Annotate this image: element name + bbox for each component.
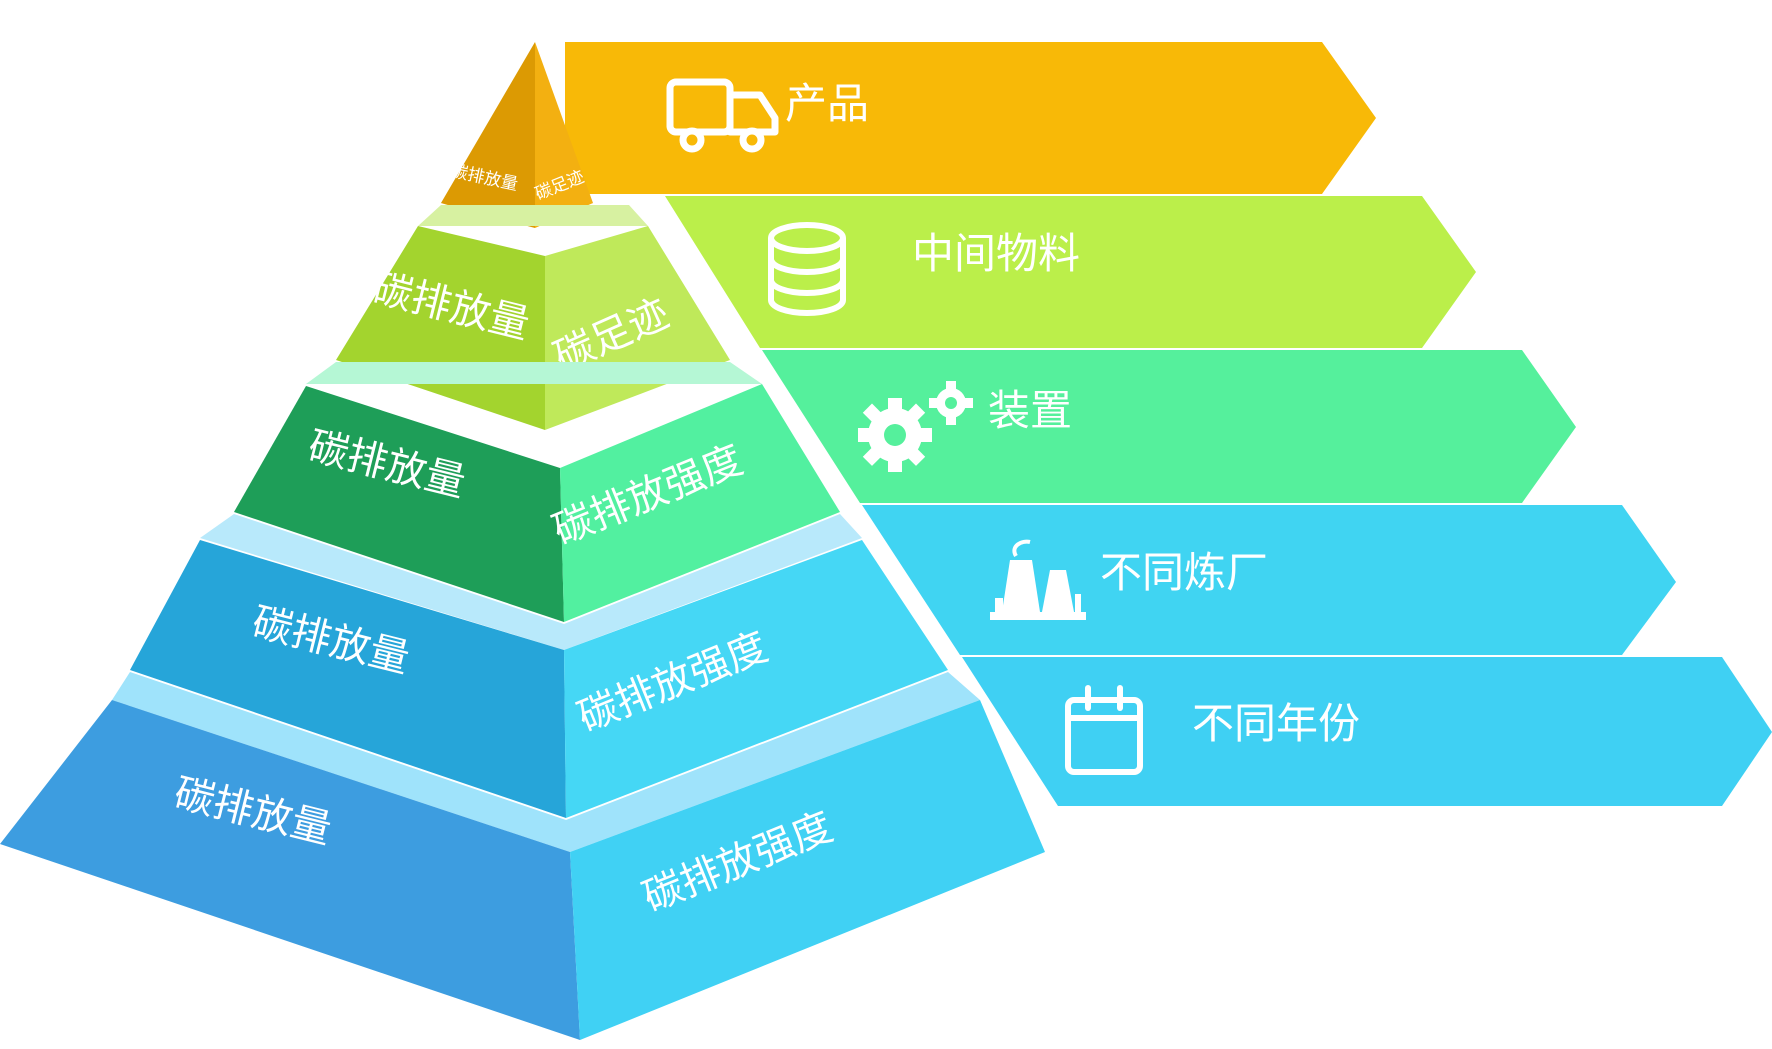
level-third-right-face — [560, 384, 840, 622]
truck-icon — [666, 78, 779, 153]
database-icon — [768, 222, 846, 316]
level-fourth-right-face — [564, 540, 948, 818]
arrow-refinery-label: 不同炼厂 — [1100, 548, 1268, 597]
level-fourth-band — [200, 514, 862, 650]
level-second-band — [418, 205, 648, 226]
level-third-band — [306, 362, 762, 384]
arrow-equipment: 装置 — [762, 350, 1576, 503]
arrow-refinery-shape — [862, 505, 1676, 655]
level-bottom-band — [112, 672, 980, 852]
arrow-year: 不同年份 — [962, 657, 1772, 806]
calendar-icon — [1065, 685, 1143, 775]
arrow-intermediate: 中间物料 — [665, 196, 1476, 348]
arrow-year-label: 不同年份 — [1192, 699, 1360, 748]
factory-icon — [990, 539, 1086, 620]
gears-icon — [858, 381, 973, 472]
level-bottom-left-face — [0, 700, 580, 1040]
arrow-refinery: 不同炼厂 — [862, 505, 1676, 655]
arrow-equipment-label: 装置 — [988, 386, 1072, 435]
pyramid-level-bottom: 碳排放量 碳排放强度 — [0, 672, 1045, 1040]
level-bottom-right-face — [570, 700, 1045, 1040]
arrow-intermediate-label: 中间物料 — [912, 229, 1080, 278]
arrow-equipment-shape — [762, 350, 1576, 503]
level-top-right-face — [535, 42, 593, 228]
arrow-year-shape — [962, 657, 1772, 806]
level-fourth-left-face — [130, 540, 566, 818]
arrow-intermediate-shape — [665, 196, 1476, 348]
arrow-product-shape — [565, 42, 1376, 194]
level-top-left-face — [441, 42, 535, 228]
pyramid-level-fourth: 碳排放量 碳排放强度 — [130, 514, 948, 818]
pyramid-level-second: 碳排放量 碳足迹 — [336, 205, 730, 430]
arrow-product-label: 产品 — [785, 79, 869, 128]
pyramid-level-third: 碳排放量 碳排放强度 — [234, 362, 840, 622]
arrow-product: 产品 — [565, 42, 1376, 194]
level-third-left-face — [234, 386, 564, 622]
